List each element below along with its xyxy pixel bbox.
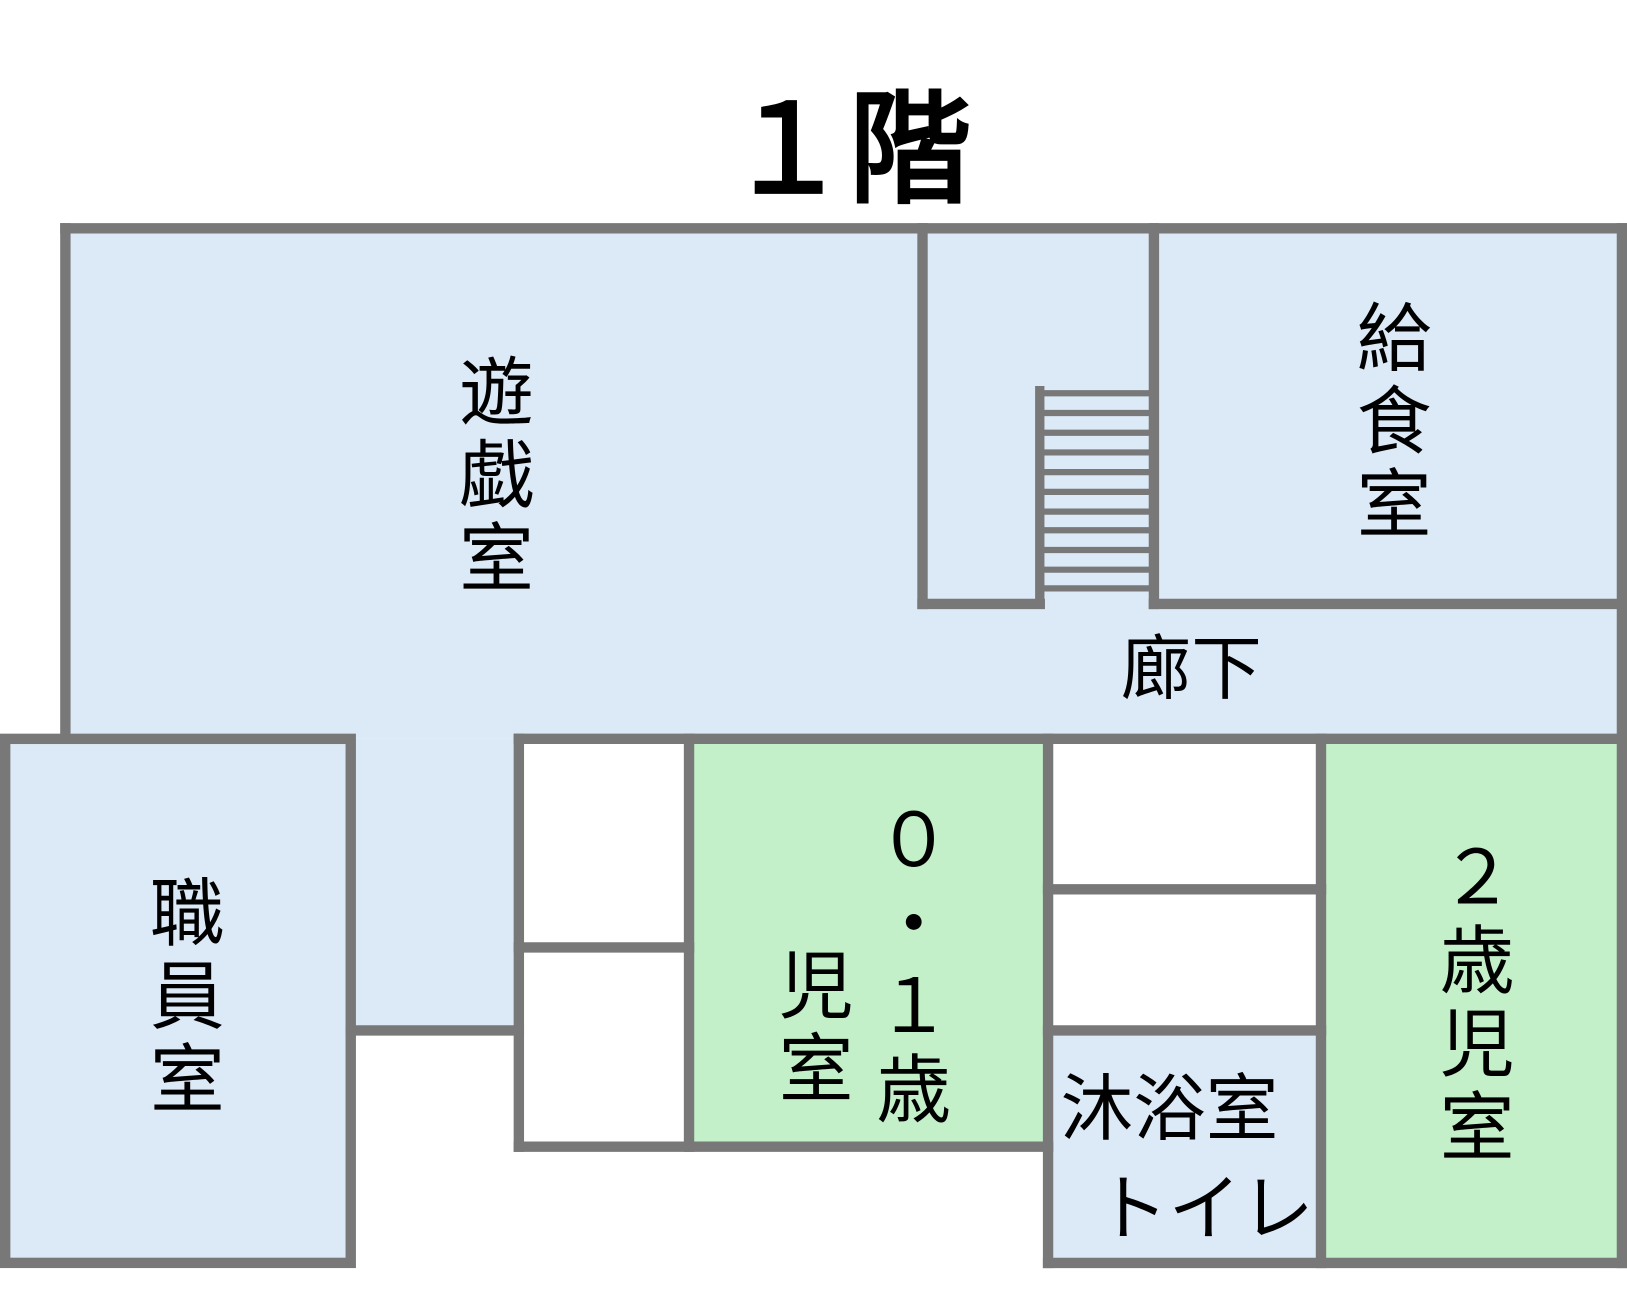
kitchen-label: 給食室 xyxy=(1343,298,1431,548)
two-year-room-area xyxy=(1320,738,1622,1264)
stairs-icon xyxy=(1035,386,1150,608)
bath-area xyxy=(1048,1030,1321,1264)
staff-room-area xyxy=(5,738,351,1263)
infant-room-label-line1: ０・１歳 xyxy=(863,801,951,1134)
staff-room-label: 職員室 xyxy=(136,873,225,1123)
infant-room-label-line2: 児室 xyxy=(765,946,853,1113)
toilet-label: トイレ xyxy=(1095,1166,1314,1252)
playroom-label: 遊戯室 xyxy=(446,352,534,602)
playroom-extension xyxy=(352,738,517,1031)
two-year-room-label: ２歳児室 xyxy=(1426,838,1515,1171)
floor-title: １階 xyxy=(726,77,972,222)
infant-room-area xyxy=(689,738,1049,1147)
bath-label: 沐浴室 xyxy=(1060,1066,1279,1152)
playroom-area xyxy=(65,228,1622,739)
corridor-label: 廊下 xyxy=(1120,628,1262,711)
